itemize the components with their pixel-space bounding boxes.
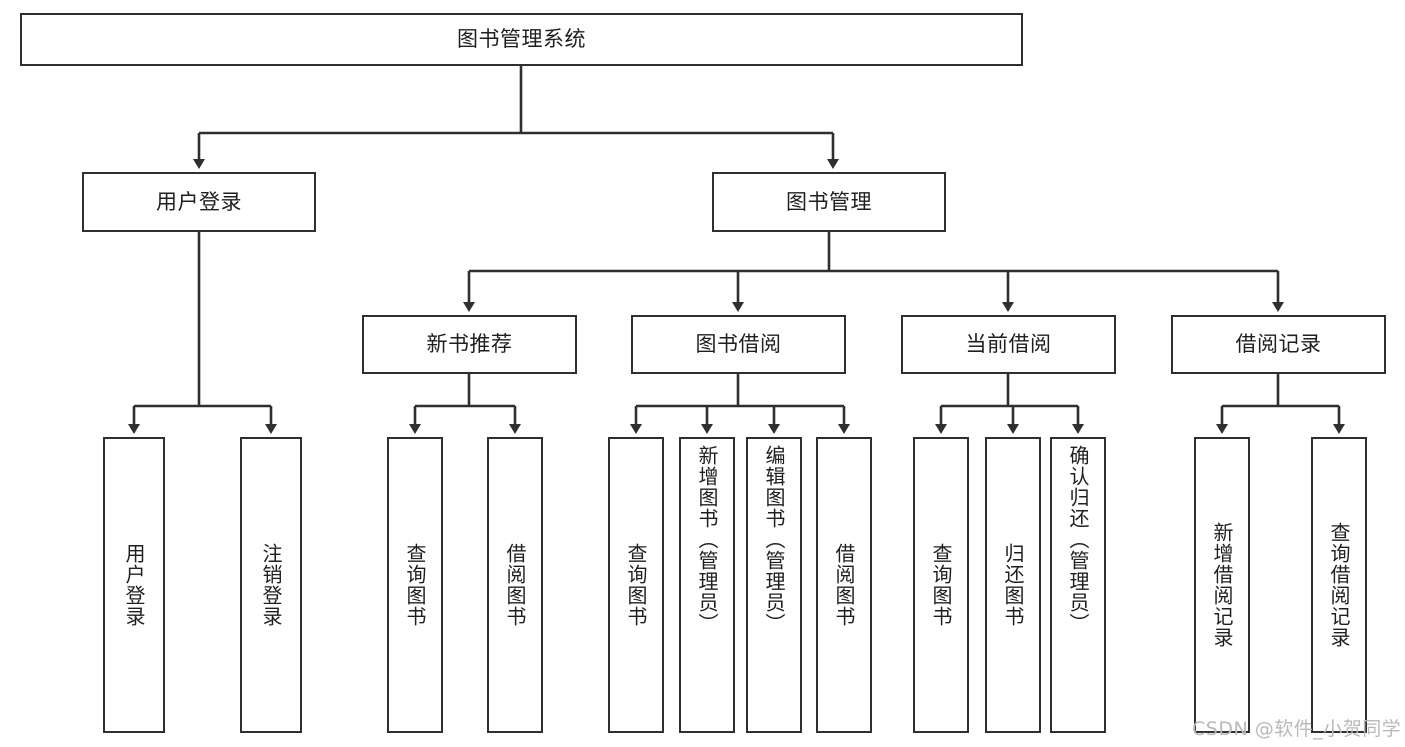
node-borrow-record-label: 借阅记录 <box>1235 332 1322 357</box>
node-current-borrow[interactable]: 当前借阅 <box>901 315 1116 374</box>
node-book-borrow-label: 图书借阅 <box>695 332 782 357</box>
leaf-borrow-book-newbook-label: 借阅图书 <box>503 543 527 627</box>
leaf-user-login-label: 用户登录 <box>122 543 146 627</box>
leaf-add-book-admin[interactable]: 新增图书（管理员） <box>679 437 735 733</box>
node-new-book-recommend-label: 新书推荐 <box>426 332 513 357</box>
leaf-query-book-borrow[interactable]: 查询图书 <box>608 437 664 733</box>
leaf-borrow-book[interactable]: 借阅图书 <box>816 437 872 733</box>
leaf-borrow-book-newbook[interactable]: 借阅图书 <box>487 437 543 733</box>
leaf-add-book-admin-label: 新增图书（管理员） <box>695 445 719 634</box>
leaf-edit-book-admin[interactable]: 编辑图书（管理员） <box>746 437 802 733</box>
node-user-login-label: 用户登录 <box>156 189 242 214</box>
leaf-query-book-newbook[interactable]: 查询图书 <box>387 437 443 733</box>
node-book-management[interactable]: 图书管理 <box>712 172 946 232</box>
leaf-return-book[interactable]: 归还图书 <box>985 437 1041 733</box>
node-current-borrow-label: 当前借阅 <box>965 332 1052 357</box>
node-borrow-record[interactable]: 借阅记录 <box>1171 315 1386 374</box>
node-book-borrow[interactable]: 图书借阅 <box>631 315 846 374</box>
leaf-edit-book-admin-label: 编辑图书（管理员） <box>762 445 786 634</box>
leaf-borrow-book-label: 借阅图书 <box>832 543 856 627</box>
leaf-query-book-current[interactable]: 查询图书 <box>913 437 969 733</box>
leaf-logout-label: 注销登录 <box>259 543 283 627</box>
leaf-query-book-newbook-label: 查询图书 <box>403 543 427 627</box>
leaf-query-borrow-record-label: 查询借阅记录 <box>1327 522 1351 648</box>
leaf-confirm-return-admin[interactable]: 确认归还（管理员） <box>1050 437 1106 733</box>
leaf-return-book-label: 归还图书 <box>1001 543 1025 627</box>
node-root[interactable]: 图书管理系统 <box>20 13 1023 66</box>
leaf-add-borrow-record[interactable]: 新增借阅记录 <box>1194 437 1250 733</box>
leaf-logout[interactable]: 注销登录 <box>240 437 302 733</box>
leaf-query-book-borrow-label: 查询图书 <box>624 543 648 627</box>
leaf-add-borrow-record-label: 新增借阅记录 <box>1210 522 1234 648</box>
node-root-label: 图书管理系统 <box>457 27 586 52</box>
node-user-login[interactable]: 用户登录 <box>82 172 316 232</box>
leaf-query-borrow-record[interactable]: 查询借阅记录 <box>1311 437 1367 733</box>
node-new-book-recommend[interactable]: 新书推荐 <box>362 315 577 374</box>
node-book-management-label: 图书管理 <box>786 189 872 214</box>
leaf-confirm-return-admin-label: 确认归还（管理员） <box>1066 445 1090 634</box>
leaf-user-login[interactable]: 用户登录 <box>103 437 165 733</box>
csdn-watermark: CSDN @软件_小贺同学 <box>1192 718 1402 740</box>
leaf-query-book-current-label: 查询图书 <box>929 543 953 627</box>
